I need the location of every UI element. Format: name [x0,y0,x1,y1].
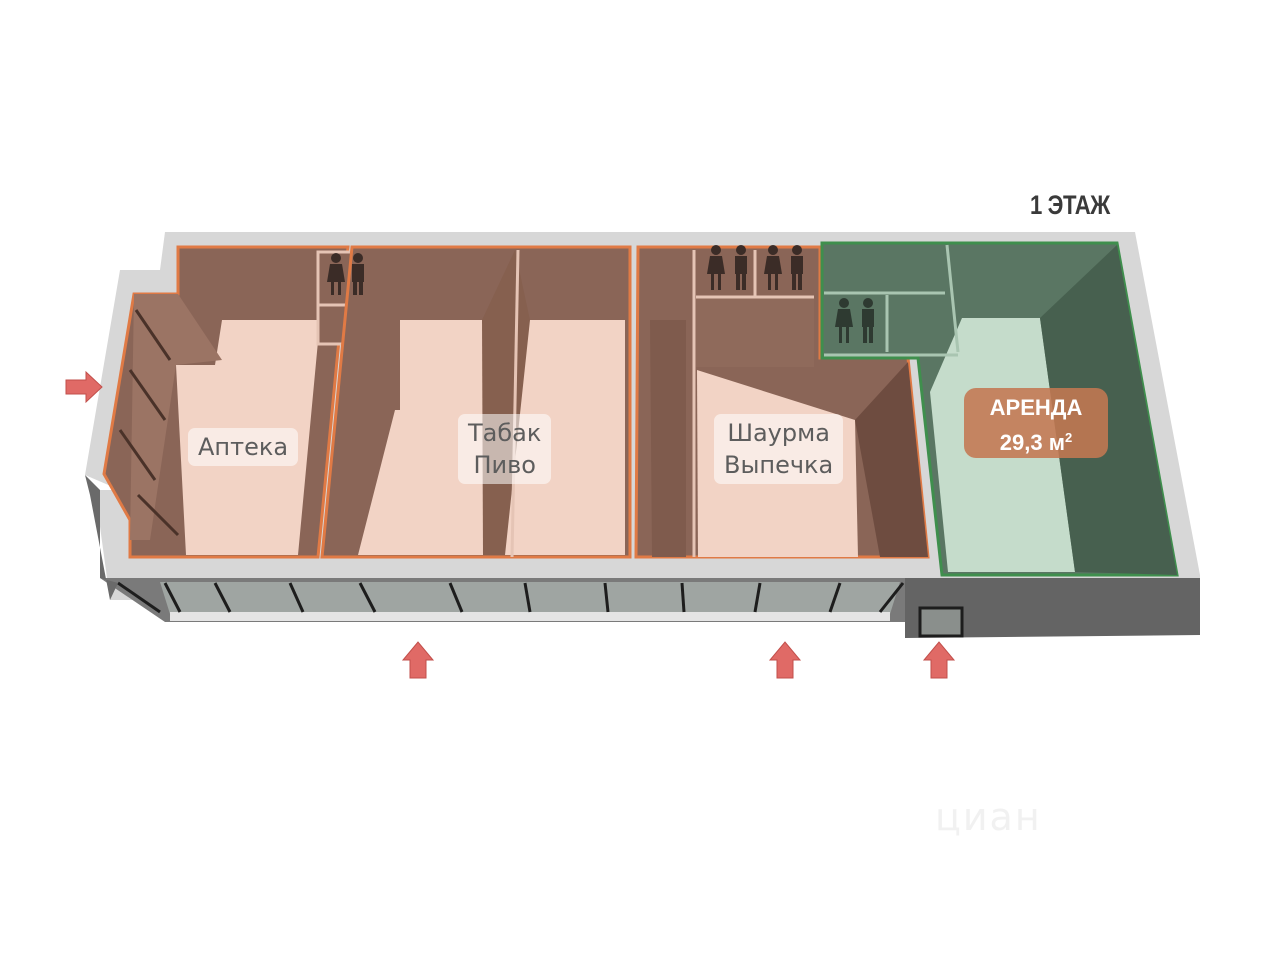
entrance-arrow-icon [768,641,802,679]
rent-area-value: 29,3 м [999,430,1065,455]
room-label-shawarma-bakery: Шаурма Выпечка [714,414,844,484]
rent-badge[interactable]: АРЕНДА 29,3 м2 [964,388,1108,458]
room-label-line: Пиво [473,451,536,479]
room-label-pharmacy: Аптека [188,428,299,466]
annex-door[interactable] [918,606,964,638]
rent-area-unit-superscript: 2 [1064,430,1073,445]
restroom-people-icon [707,245,803,290]
room-label-line: Табак [468,419,542,447]
room-label-line: Аптека [198,433,289,461]
rent-area: 29,3 м2 [964,423,1108,458]
room-tobacco-beer[interactable] [320,245,632,559]
restroom-people-icon [327,253,364,295]
room-label-line: Шаурма [727,419,830,447]
entrance-arrow-icon [922,641,956,679]
rent-title: АРЕНДА [989,395,1083,420]
room-label-line: Выпечка [724,451,834,479]
left-side-wall [85,475,118,600]
restroom-people-icon [835,298,874,343]
floor-title: 1 ЭТАЖ [1030,190,1110,220]
watermark-logo: циан [935,795,1042,839]
entrance-arrow-icon [401,641,435,679]
annex-facade [905,578,1200,638]
facade-glazing [160,582,900,614]
entrance-arrow-icon [65,370,103,404]
sidewalk-ledge [170,612,890,621]
window-mullions [117,581,905,614]
room-label-tobacco-beer: Табак Пиво [458,414,552,484]
